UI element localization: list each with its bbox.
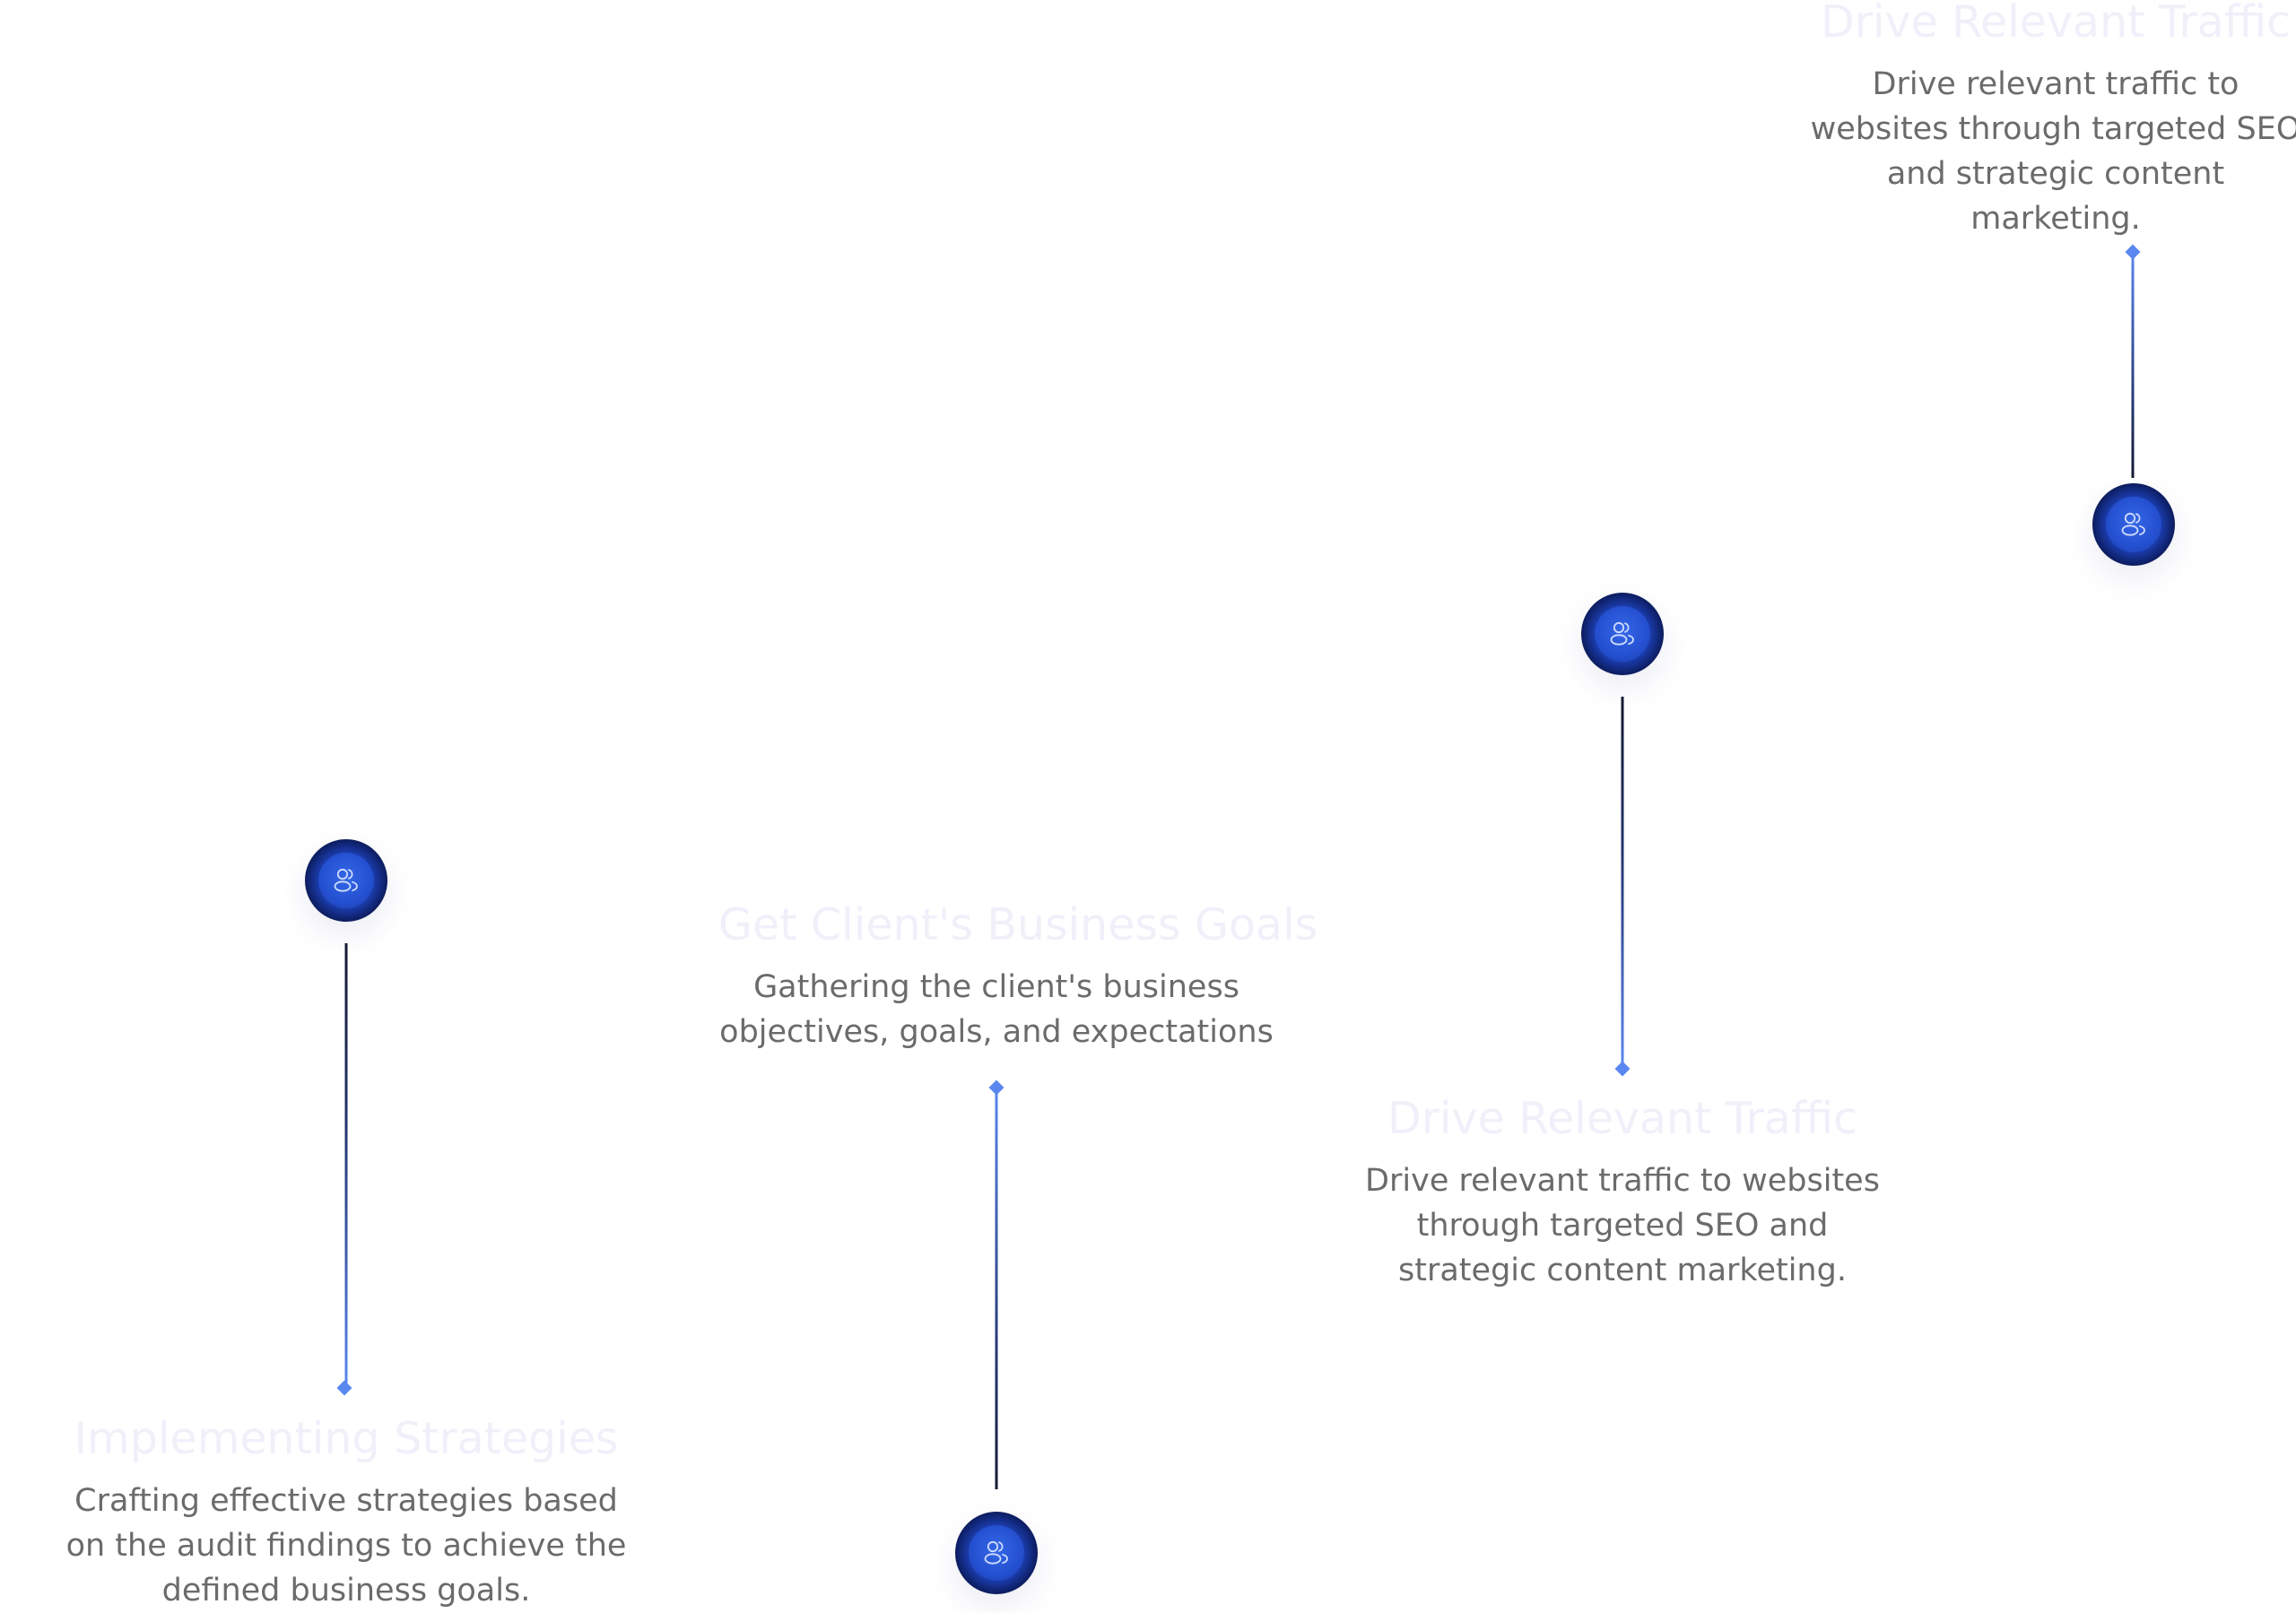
step-node-inner <box>1595 606 1650 662</box>
step-description: Gathering the client's business objectiv… <box>719 968 1274 1050</box>
step-text: Drive Relevant Traffic Drive relevant tr… <box>1805 0 2296 241</box>
step-text: Get Client's Business Goals Gathering th… <box>718 899 1318 1054</box>
step-node <box>955 1512 1038 1594</box>
step-node-inner <box>318 853 374 908</box>
step-text: Drive Relevant Traffic Drive relevant tr… <box>1344 1093 1900 1293</box>
step-node <box>2092 483 2175 566</box>
connector-line <box>995 1088 998 1489</box>
connector-line <box>344 943 348 1387</box>
step-node-inner <box>2106 497 2161 552</box>
step-description: Drive relevant traffic to websites throu… <box>1365 1162 1880 1288</box>
connector-end-diamond <box>336 1380 352 1396</box>
step-node <box>1581 593 1664 675</box>
connector-line <box>1621 697 1624 1068</box>
step-title: Implementing Strategies <box>74 1413 619 1464</box>
step-node <box>305 839 387 922</box>
step-title: Drive Relevant Traffic <box>1820 0 2292 48</box>
users-icon <box>1610 621 1634 646</box>
users-icon <box>334 868 358 892</box>
connector-line <box>2131 252 2135 478</box>
step-text: Implementing Strategies Crafting effecti… <box>50 1413 642 1613</box>
connector-end-diamond <box>1614 1061 1631 1077</box>
users-icon <box>984 1540 1008 1565</box>
step-title: Get Client's Business Goals <box>718 899 1318 950</box>
step-description: Crafting effective strategies based on t… <box>65 1482 627 1609</box>
step-description: Drive relevant traffic to websites throu… <box>1810 65 2296 237</box>
step-title: Drive Relevant Traffic <box>1387 1093 1858 1144</box>
step-node-inner <box>969 1525 1024 1581</box>
users-icon <box>2121 512 2145 536</box>
